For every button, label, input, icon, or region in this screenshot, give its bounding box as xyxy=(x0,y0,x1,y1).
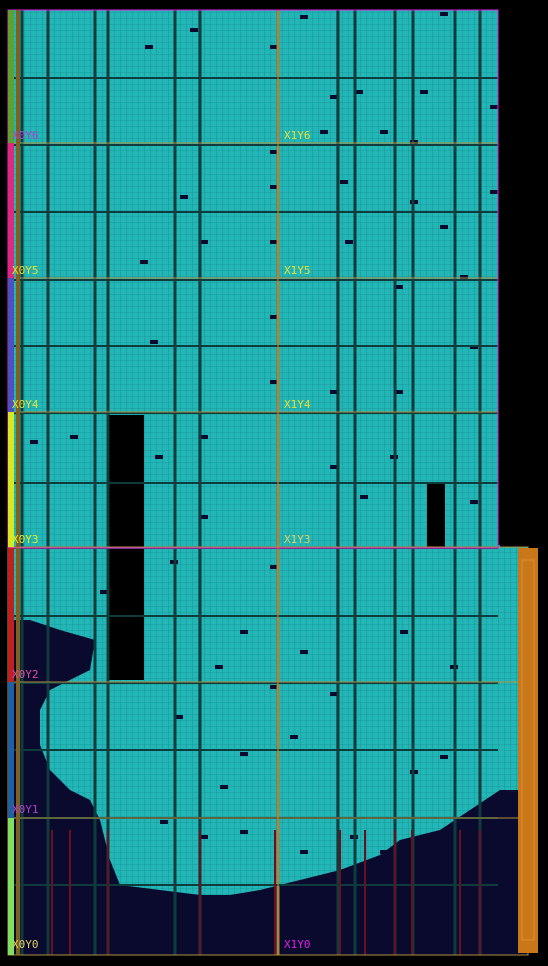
unplaced-cell xyxy=(270,565,278,569)
unplaced-cell xyxy=(460,275,468,279)
clock-region-label: X1Y5 xyxy=(284,264,311,277)
unplaced-cell xyxy=(30,440,38,444)
unplaced-cell xyxy=(100,590,108,594)
io-bank xyxy=(16,682,20,818)
unplaced-cell xyxy=(345,240,353,244)
clock-region-label: X0Y0 xyxy=(12,938,39,951)
clock-region-label: X0Y4 xyxy=(12,398,39,411)
clock-region-label: X0Y2 xyxy=(12,668,39,681)
clock-region-label: X0Y1 xyxy=(12,803,39,816)
unplaced-cell xyxy=(215,665,223,669)
unplaced-cell xyxy=(200,835,208,839)
unplaced-cell xyxy=(200,435,208,439)
unplaced-cell xyxy=(380,850,388,854)
unplaced-cell xyxy=(240,630,248,634)
clock-region-label: X1Y4 xyxy=(284,398,311,411)
clock-region-label: X1Y6 xyxy=(284,129,311,142)
unplaced-cell xyxy=(270,240,278,244)
unplaced-cell xyxy=(330,95,338,99)
io-bank xyxy=(8,412,14,547)
clock-region-label: X1Y0 xyxy=(284,938,311,951)
unplaced-cell xyxy=(400,630,408,634)
unplaced-cell xyxy=(420,90,428,94)
unplaced-cell xyxy=(330,390,338,394)
unplaced-cell xyxy=(190,28,198,32)
io-bank xyxy=(16,548,20,683)
io-bank xyxy=(8,682,14,818)
unplaced-cell xyxy=(340,180,348,184)
unplaced-cell xyxy=(270,150,278,154)
unplaced-cell xyxy=(395,285,403,289)
unplaced-cell xyxy=(355,90,363,94)
unplaced-cell xyxy=(290,735,298,739)
unplaced-cell xyxy=(70,435,78,439)
io-bank xyxy=(8,143,14,278)
unplaced-cell xyxy=(490,190,498,194)
unplaced-cell xyxy=(145,45,153,49)
unplaced-cell xyxy=(270,45,278,49)
unplaced-cell xyxy=(440,840,448,844)
unplaced-cell xyxy=(140,260,148,264)
io-bank-column-right xyxy=(518,548,538,953)
clock-region-label: X0Y3 xyxy=(12,533,39,546)
unplaced-cell xyxy=(200,240,208,244)
clock-region-labels: X0Y0 X1Y0 X0Y1 X0Y2 X0Y3 X1Y3 X0Y4 X1Y4 X0Y5 X1Y5… xyxy=(12,129,311,951)
unplaced-cell xyxy=(490,105,498,109)
unplaced-cell xyxy=(270,380,278,384)
unplaced-cell xyxy=(440,12,448,16)
unplaced-cell xyxy=(270,315,278,319)
clock-region-grid xyxy=(7,9,529,956)
unplaced-cell xyxy=(330,465,338,469)
unplaced-cell xyxy=(270,185,278,189)
unplaced-cell xyxy=(300,650,308,654)
io-bank-column-left xyxy=(8,10,20,955)
unplaced-cell xyxy=(220,785,228,789)
io-bank xyxy=(16,278,20,413)
unplaced-cell xyxy=(300,850,308,854)
io-bank xyxy=(16,10,20,145)
io-bank xyxy=(16,818,20,955)
unplaced-cell xyxy=(360,495,368,499)
unplaced-cell xyxy=(330,692,338,696)
unplaced-cell xyxy=(155,455,163,459)
unplaced-cell xyxy=(395,390,403,394)
unplaced-cell xyxy=(320,130,328,134)
io-bank xyxy=(16,412,20,547)
unplaced-cell xyxy=(240,752,248,756)
unplaced-cell xyxy=(150,340,158,344)
unplaced-cell xyxy=(270,685,278,689)
unplaced-cell xyxy=(160,820,168,824)
io-bank xyxy=(8,818,14,955)
io-bank xyxy=(8,278,14,413)
unplaced-cell xyxy=(200,515,208,519)
unplaced-cell xyxy=(180,195,188,199)
clock-region-label: X0Y5 xyxy=(12,264,39,277)
unplaced-cell xyxy=(470,500,478,504)
unplaced-cell xyxy=(175,715,183,719)
unplaced-cell xyxy=(380,130,388,134)
unplaced-cell xyxy=(240,830,248,834)
io-bank xyxy=(16,143,20,278)
io-bank xyxy=(8,10,14,145)
clock-region-label: X1Y3 xyxy=(284,533,311,546)
clock-region-label: X0Y6 xyxy=(12,129,39,142)
io-bank xyxy=(8,548,14,683)
unplaced-cell xyxy=(300,15,308,19)
unplaced-cell xyxy=(440,755,448,759)
unplaced-cell xyxy=(440,225,448,229)
